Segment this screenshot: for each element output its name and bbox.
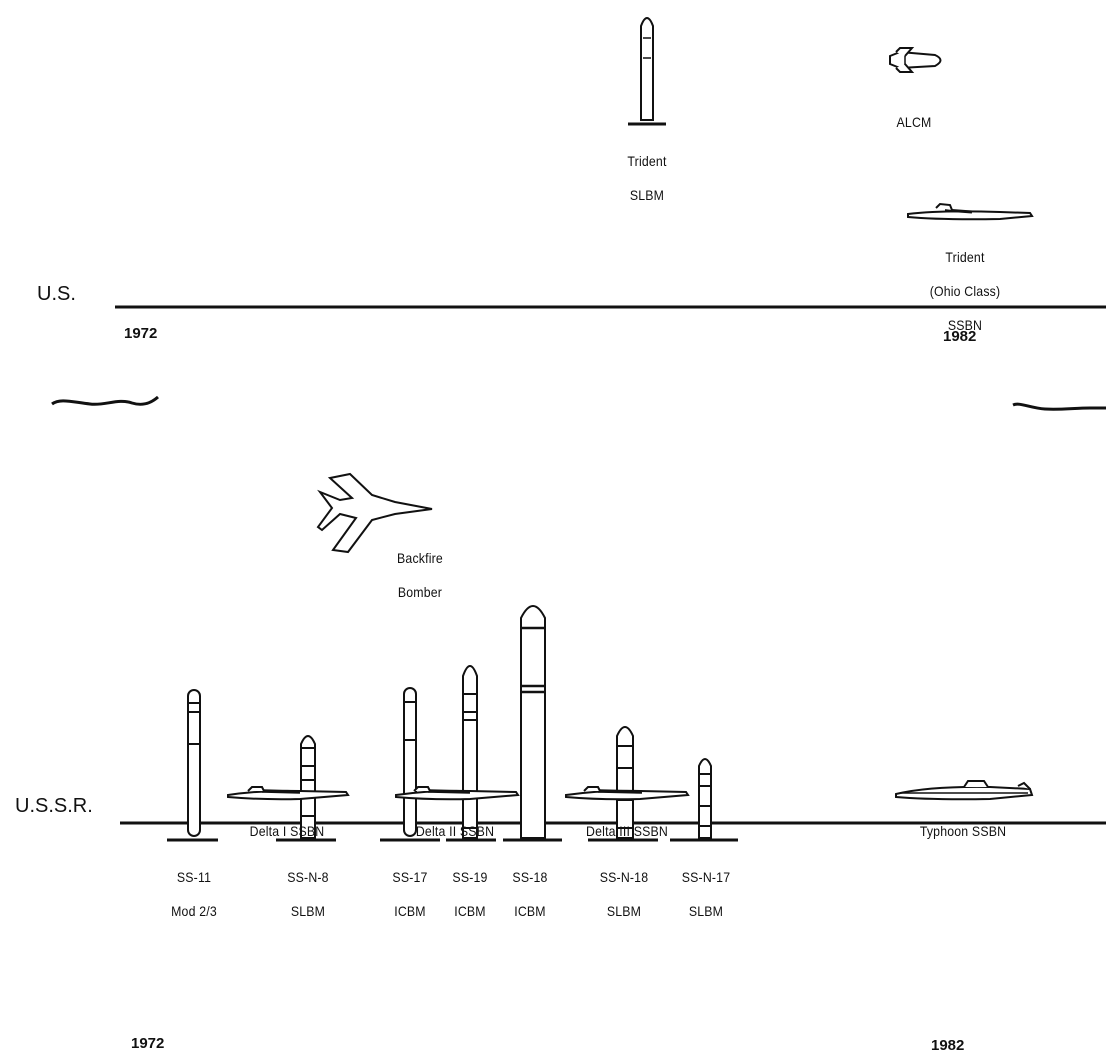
ussr-end-year: 1982	[931, 1037, 965, 1054]
delta-2-ssbn-icon	[395, 786, 520, 801]
trident-slbm-label: Trident SLBM	[616, 136, 678, 221]
trident-slbm-icon	[628, 17, 666, 126]
trident-ssbn-label-line2: (Ohio Class)	[929, 283, 1001, 299]
axis-break-mark-right	[1012, 402, 1106, 411]
backfire-bomber-label-line2: Bomber	[397, 584, 443, 600]
trident-ssbn-label-line3: SSBN	[947, 317, 983, 333]
alcm-label-line1: ALCM	[896, 114, 932, 130]
ss-11-label-line1: SS-11	[176, 869, 212, 885]
typhoon-ssbn-label-text: Typhoon SSBN	[919, 823, 1007, 839]
trident-ohio-ssbn-icon	[907, 202, 1034, 221]
ss-11-missile-icon	[167, 689, 218, 842]
ss-n-17-label-line1: SS-N-17	[681, 869, 731, 885]
ss-n-8-missile-icon	[276, 735, 336, 842]
delta-3-ssbn-icon	[565, 786, 690, 801]
typhoon-ssbn-label: Typhoon SSBN	[904, 806, 1022, 857]
delta-2-ssbn-label-text: Delta II SSBN	[415, 823, 495, 839]
alcm-icon	[889, 47, 942, 73]
ss-n-8-label-line2: SLBM	[290, 903, 326, 919]
backfire-bomber-label: Backfire Bomber	[385, 533, 455, 618]
trident-slbm-label-line2: SLBM	[629, 187, 665, 203]
ss-17-missile-icon	[380, 687, 440, 842]
ss-18-label: SS-18 ICBM	[504, 852, 557, 937]
delta-1-ssbn-label: Delta I SSBN	[232, 806, 343, 857]
trident-ssbn-label: Trident (Ohio Class) SSBN	[917, 232, 1014, 351]
ss-n-18-label-line1: SS-N-18	[599, 869, 649, 885]
ss-18-label-line2: ICBM	[514, 903, 546, 919]
us-start-year: 1972	[124, 325, 158, 342]
ss-19-label-line2: ICBM	[454, 903, 486, 919]
typhoon-ssbn-icon	[895, 780, 1034, 801]
backfire-bomber-label-line1: Backfire	[397, 550, 443, 566]
delta-3-ssbn-label: Delta III SSBN	[570, 806, 684, 857]
alcm-label: ALCM	[888, 97, 941, 148]
ss-n-18-label: SS-N-18 SLBM	[587, 852, 661, 937]
ss-n-17-label: SS-N-17 SLBM	[669, 852, 743, 937]
ss-19-label-line1: SS-19	[452, 869, 488, 885]
ss-n-17-label-line2: SLBM	[688, 903, 724, 919]
delta-3-ssbn-label-text: Delta III SSBN	[586, 823, 668, 839]
ss-18-label-line1: SS-18	[512, 869, 548, 885]
ss-11-label: SS-11 Mod 2/3	[159, 852, 229, 937]
ss-n-17-missile-icon	[670, 758, 738, 842]
ss-n-18-missile-icon	[588, 726, 658, 842]
ussr-row-label: U.S.S.R.	[15, 795, 93, 817]
ss-n-8-label: SS-N-8 SLBM	[275, 852, 342, 937]
us-end-year: 1982	[943, 328, 977, 345]
ss-18-missile-icon	[503, 605, 562, 842]
ss-17-label: SS-17 ICBM	[384, 852, 437, 937]
trident-ssbn-label-line1: Trident	[945, 249, 985, 265]
us-row-label: U.S.	[37, 283, 76, 305]
ss-n-8-label-line1: SS-N-8	[287, 869, 329, 885]
axis-break-mark-left	[51, 395, 159, 406]
ss-17-label-line2: ICBM	[394, 903, 426, 919]
trident-slbm-label-line1: Trident	[627, 153, 667, 169]
ss-n-18-label-line2: SLBM	[606, 903, 642, 919]
delta-1-ssbn-label-text: Delta I SSBN	[249, 823, 325, 839]
ss-19-label: SS-19 ICBM	[444, 852, 497, 937]
backfire-bomber-icon	[316, 472, 433, 554]
ss-17-label-line1: SS-17	[392, 869, 428, 885]
ss-11-label-line2: Mod 2/3	[171, 903, 217, 919]
delta-1-ssbn-icon	[227, 786, 350, 801]
delta-2-ssbn-label: Delta II SSBN	[400, 806, 511, 857]
ussr-start-year: 1972	[131, 1035, 165, 1052]
